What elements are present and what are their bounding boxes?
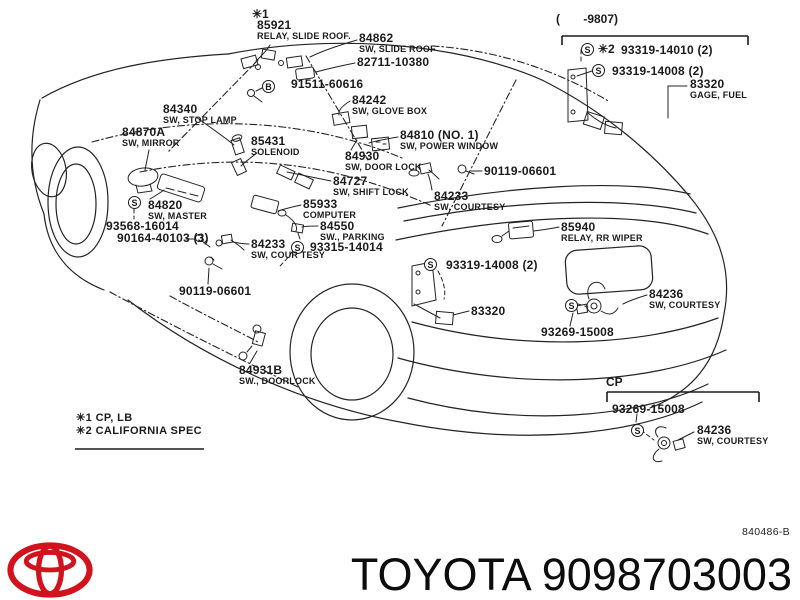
callout-sw-shift-lock: 84727 SW, SHIFT LOCK (333, 174, 409, 197)
callout-bolt-90119-rear: 90119-06601 (484, 164, 557, 178)
callout-sw-mirror: 84870A SW, MIRROR (122, 125, 180, 148)
screw-marker-s-master: S (128, 196, 141, 209)
callout-sw-courtesy-back: 84236 SW, COURTESY (649, 287, 721, 310)
callout-screw-93269-inset: 93269-15008 (612, 402, 685, 416)
screw-marker-s-93315: S (291, 241, 304, 254)
callout-gage-fuel-rear: 83320 (471, 304, 506, 318)
inset-top-range-label: ( -9807) (556, 12, 619, 26)
screw-marker-s-93269-inset: S (631, 424, 644, 437)
bolt-marker-b: B (262, 80, 275, 93)
dashed-body-lines (91, 45, 611, 389)
callout-sw-doorlock-rear: 84931B SW., DOORLOCK (239, 363, 316, 386)
screw-marker-s-93269: S (565, 299, 578, 312)
callout-screw-93319-14008: 93319-14008 (2) (612, 64, 704, 78)
inset-bottom-bracket-label: CP (606, 375, 623, 389)
callout-relay-rr-wiper: 85940 RELAY, RR WIPER (561, 220, 643, 243)
callout-sw-power-window: 84810 (NO. 1) SW, POWER WINDOW (400, 128, 499, 151)
legend-line-2: ✳2 CALIFORNIA SPEC (76, 425, 203, 437)
callout-sw-slide-roof: 84862 SW, SLIDE ROOF (359, 31, 436, 54)
callout-sw-parking: 84550 SW., PARKING (320, 219, 385, 242)
callout-solenoid: 85431 SOLENOID (251, 134, 300, 157)
ref-mark-1: ✳1 (252, 7, 269, 21)
callout-nut-93568: 93568-16014 (106, 219, 179, 233)
screw-marker-s-93319-14008: S (592, 64, 605, 77)
drawing-code: 840486-B (742, 526, 790, 538)
car-body-outline (31, 42, 728, 436)
callout-sw-glove-box: 84242 SW, GLOVE BOX (352, 93, 428, 116)
callout-sw-master: 84820 SW, MASTER (148, 198, 208, 221)
callout-screw-93319-14010: 93319-14010 (2) (621, 43, 713, 57)
callout-screw-93319-rear: 93319-14008 (2) (446, 258, 538, 272)
legend: ✳1 CP, LB ✳2 CALIFORNIA SPEC (76, 412, 202, 438)
callout-sw-courtesy-door: 84233 SW, COURTESY (434, 189, 506, 212)
callout-bolt-90164: 90164-40103 (3) (117, 231, 209, 245)
callout-sw-courtesy-front: 84233 SW, COUR TESY (251, 237, 326, 260)
bracket-lines (75, 35, 760, 450)
callout-relay-slide-roof: 85921 RELAY, SLIDE ROOF. (257, 18, 351, 41)
callout-bolt-90119-front: 90119-06601 (179, 284, 252, 298)
toyota-logo (6, 541, 94, 600)
callout-screw-93315: 93315-14014 (310, 240, 383, 254)
part-glyphs (127, 48, 686, 463)
ref-mark-2: ✳2 (598, 42, 615, 56)
screw-marker-s-93319-14010: S (581, 43, 594, 56)
screw-marker-s-93319-rear: S (424, 258, 437, 271)
car-line-art (31, 35, 760, 463)
legend-line-1: ✳1 CP, LB (76, 412, 133, 424)
page-title: TOYOTA 9098703003 (350, 549, 792, 600)
callout-computer: 85933 COMPUTER (303, 197, 357, 220)
callout-sw-stop-lamp: 84340 SW, STOP LAMP (163, 102, 237, 125)
callout-sw-door-lock: 84930 SW, DOOR LOCK (345, 149, 422, 172)
callout-screw-93269: 93269-15008 (541, 325, 614, 339)
callout-gage-fuel-inset: 83320 GAGE, FUEL (690, 77, 748, 100)
callout-bolt-91511: 91511-60616 (291, 77, 364, 91)
callout-sw-courtesy-inset: 84236 SW, COURTESY (697, 423, 769, 446)
callout-screw-82711: 82711-10380 (357, 55, 430, 69)
